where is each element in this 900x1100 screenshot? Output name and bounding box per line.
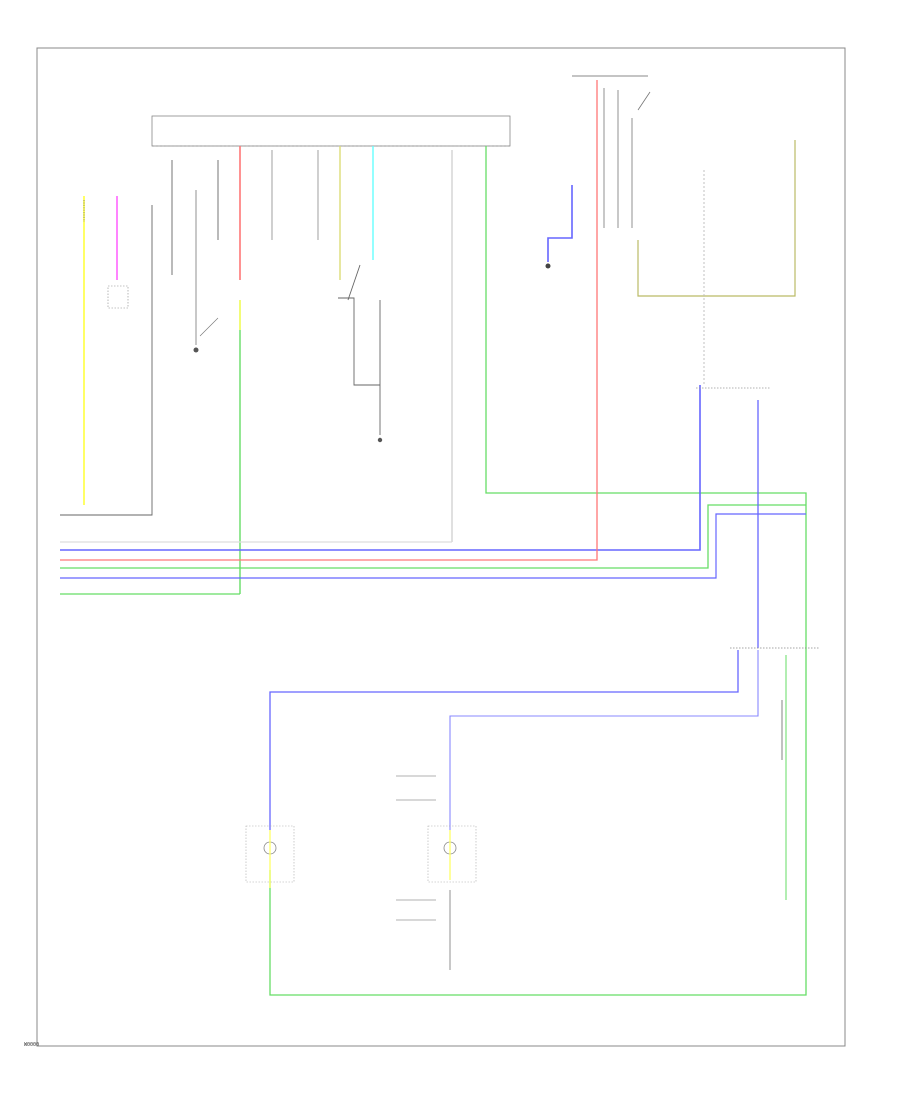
sensor-symbol-top [545,263,551,269]
switch-middle [338,264,380,386]
lamp-symbol [193,347,199,353]
wire-black-diag [199,317,219,337]
bus-blue-1 [60,385,701,551]
ground-symbol-mid [377,437,383,443]
wire-blue-lower-1 [269,650,739,830]
sensor-left-box [245,825,295,883]
wire-blue-top [547,185,573,262]
diagram-frame [36,47,846,1047]
wire-black-left [60,205,153,516]
relay-lines [603,88,651,228]
component-box-pink [107,285,129,309]
module-box-top [151,115,511,147]
wire-blue-lower-2 [449,650,759,830]
wire-olive-right [637,140,796,297]
bus-blue-2 [60,513,806,579]
bus-green-1 [60,504,806,569]
wire-green-loop [269,146,807,996]
signal-arrows [396,775,436,921]
bus-red [60,80,598,561]
sensor-right-box [427,825,477,883]
diagram-code: W0000 [24,1042,40,1048]
